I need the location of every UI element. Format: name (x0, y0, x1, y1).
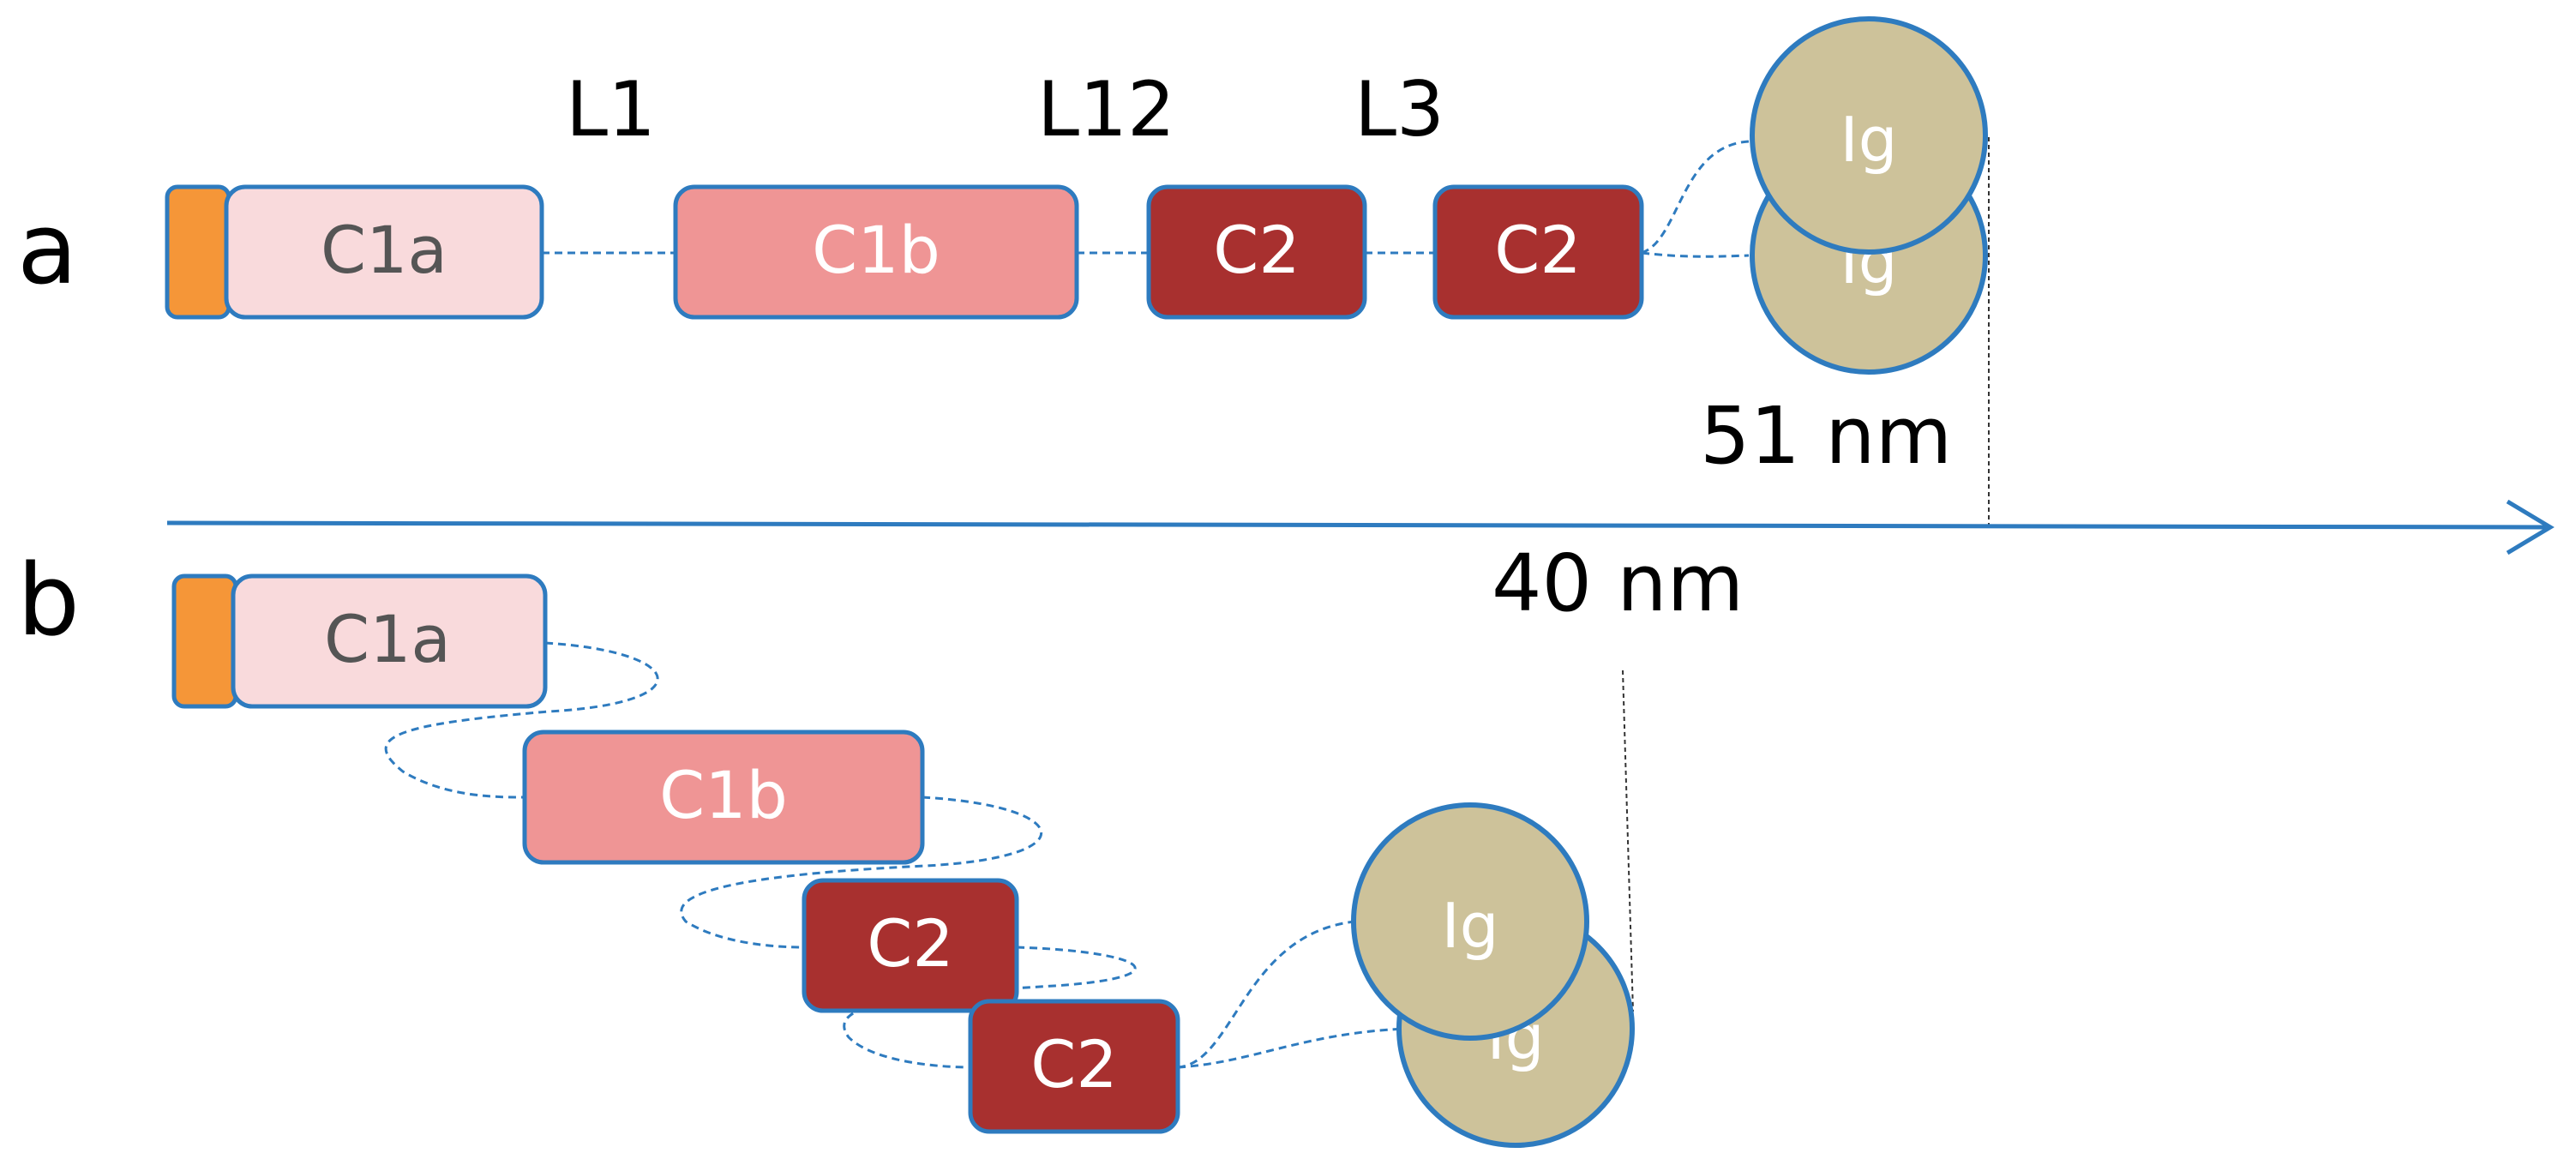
domain-ig-front-b-label: Ig (1442, 890, 1499, 962)
domain-c1a-b: C1a (231, 573, 548, 709)
domain-c1b-label: C1b (812, 212, 940, 288)
linker-label-l3: L3 (1354, 65, 1444, 153)
domain-c2-second-label: C2 (1494, 212, 1581, 288)
domain-c1b-b: C1b (522, 730, 925, 865)
linker-label-l12: L12 (1037, 65, 1175, 153)
domain-c1b-b-label: C1b (659, 757, 788, 833)
domain-c1a: C1a (224, 184, 544, 320)
domain-c2-first-b: C2 (802, 878, 1019, 1013)
domain-c1b: C1b (673, 184, 1079, 320)
axis-arrowhead (2506, 499, 2555, 555)
domain-c2-first: C2 (1146, 184, 1367, 320)
panel-b-length-marker (1622, 670, 1634, 1012)
length-axis (166, 499, 2555, 555)
domain-c1a-label: C1a (321, 212, 447, 288)
panel-a: a L1 L12 L3 C1a C1b C2 (17, 16, 1990, 527)
domain-ig-front-b: Ig (1351, 802, 1589, 1041)
linker-to-ig-back (1641, 251, 1750, 258)
domain-c2-second-b-label: C2 (1030, 1026, 1117, 1102)
linker-loop-1 (384, 641, 659, 799)
n-terminal-tag (165, 184, 231, 320)
linker-loop-2 (680, 796, 1043, 949)
linker-to-ig-front-b (1177, 920, 1355, 1069)
panel-b-length-label: 40 nm (1492, 537, 1744, 629)
linker-to-ig-back-b (1177, 1027, 1407, 1069)
domain-c2-first-label: C2 (1213, 212, 1300, 288)
linker-to-ig-front (1641, 140, 1750, 255)
panel-b: b 40 nm C1a C1b C2 C2 (17, 537, 1744, 1148)
panel-a-linkers (542, 140, 1750, 258)
n-terminal-tag-b (171, 573, 238, 709)
domain-c1a-b-label: C1a (324, 601, 451, 677)
domain-ig-front-label: Ig (1840, 104, 1898, 176)
linker-label-l1: L1 (566, 65, 656, 153)
panel-b-label: b (17, 543, 80, 658)
domain-c2-second: C2 (1432, 184, 1644, 320)
panel-b-linkers (384, 641, 1407, 1069)
domain-ig-front: Ig (1750, 16, 1988, 255)
domain-c2-second-b: C2 (968, 999, 1180, 1134)
panel-a-label: a (17, 192, 77, 307)
domain-c2-first-b-label: C2 (867, 905, 953, 982)
panel-a-length-label: 51 nm (1700, 390, 1952, 482)
